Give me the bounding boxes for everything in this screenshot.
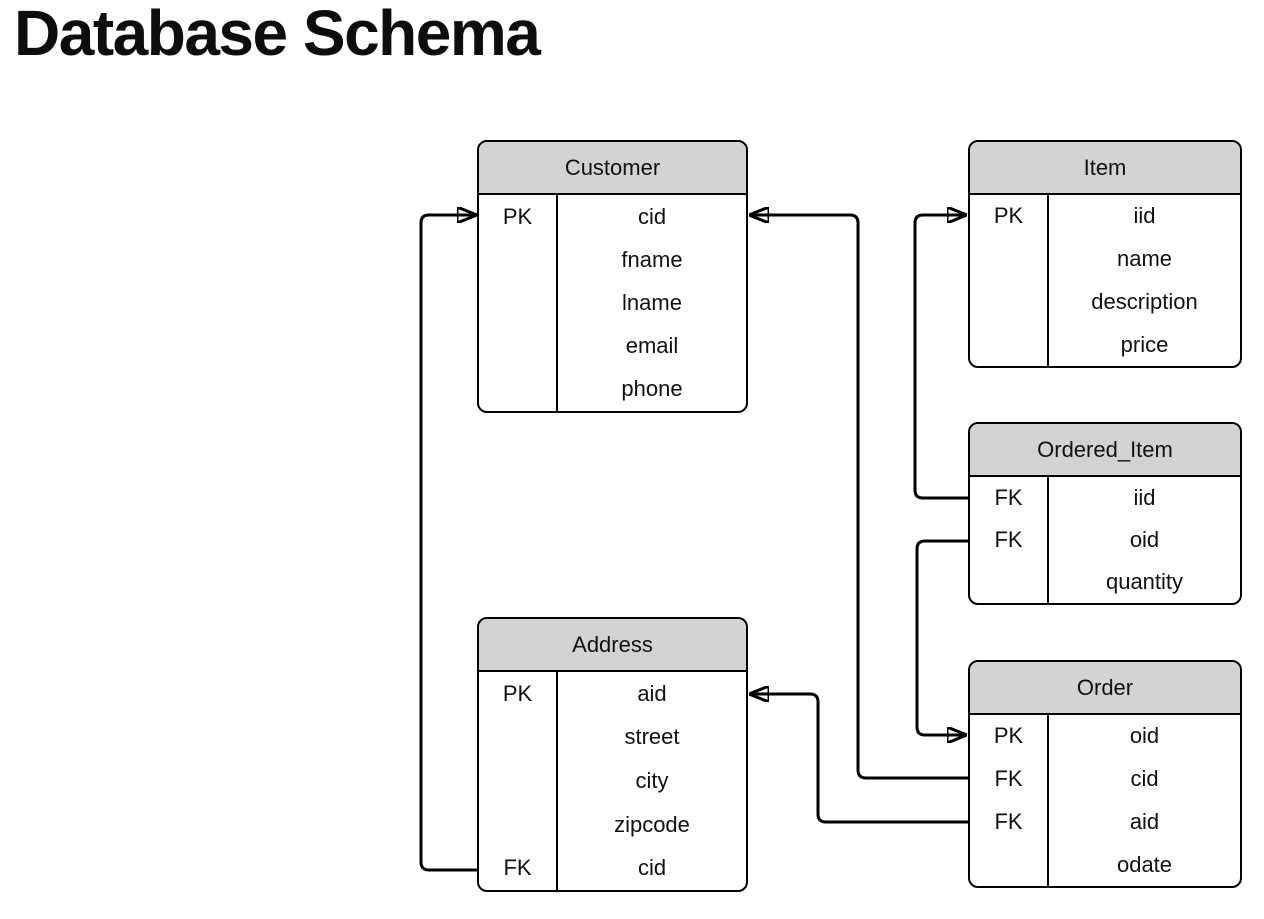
field-cell: lname — [622, 290, 682, 315]
key-cell — [479, 368, 556, 411]
relationship-ordered-item-oid-to-order-oid-line — [915, 539, 968, 735]
table-body: PK cid fname lname email phone — [479, 195, 746, 411]
table-header-item: Item — [970, 142, 1240, 195]
key-cell — [479, 803, 556, 847]
relationship-address-cid-to-customer-cid-line — [419, 215, 477, 872]
entity-table-item: Item PK iid name description price — [968, 140, 1242, 368]
field-cell: city — [635, 767, 669, 793]
field-cell: street — [624, 724, 680, 750]
field-cell: name — [1116, 246, 1173, 272]
field-column: cid fname lname email phone — [558, 195, 746, 411]
field-cell: cid — [1130, 766, 1159, 792]
key-column: PK FK FK — [970, 715, 1049, 886]
relationship-order-cid-to-customer-cid-line — [750, 215, 968, 780]
key-column: PK — [970, 195, 1049, 366]
entity-table-customer: Customer PK cid fname lname email phone — [477, 140, 748, 413]
table-header-ordered-item: Ordered_Item — [970, 424, 1240, 477]
key-cell — [970, 281, 1047, 324]
field-cell: oid — [1129, 527, 1160, 552]
key-cell — [479, 716, 556, 760]
field-cell: description — [1091, 288, 1198, 314]
field-cell: oid — [1129, 723, 1160, 749]
key-cell — [479, 238, 556, 281]
key-cell — [479, 759, 556, 803]
table-header-order: Order — [970, 662, 1240, 715]
table-name: Address — [572, 631, 653, 657]
table-name: Order — [1076, 674, 1134, 700]
field-cell: aid — [1129, 808, 1160, 834]
table-name: Customer — [564, 154, 661, 180]
key-column: PK FK — [479, 672, 558, 890]
key-cell: FK — [994, 485, 1023, 510]
key-cell — [970, 238, 1047, 281]
field-cell: email — [625, 333, 679, 359]
field-column: iid name description price — [1049, 195, 1240, 366]
table-body: PK FK aid street city zipcode cid — [479, 672, 746, 890]
field-cell: price — [1120, 331, 1169, 357]
key-cell — [479, 325, 556, 368]
key-cell: FK — [994, 766, 1023, 792]
table-header-address: Address — [479, 619, 746, 672]
key-cell: PK — [993, 723, 1024, 749]
key-cell — [970, 561, 1047, 603]
key-cell: FK — [994, 527, 1023, 552]
entity-table-address: Address PK FK aid street city zipcode ci… — [477, 617, 748, 892]
page-title: Database Schema — [14, 0, 541, 69]
entity-table-ordered-item: Ordered_Item FK FK iid oid quantity — [968, 422, 1242, 605]
table-body: PK iid name description price — [970, 195, 1240, 366]
field-cell: quantity — [1105, 569, 1184, 594]
key-cell: PK — [993, 203, 1024, 229]
key-cell: PK — [502, 203, 533, 229]
key-cell: FK — [503, 855, 532, 881]
table-name: Item — [1083, 154, 1127, 180]
field-cell: iid — [1133, 203, 1156, 229]
table-body: FK FK iid oid quantity — [970, 477, 1240, 603]
field-column: iid oid quantity — [1049, 477, 1240, 603]
key-cell — [970, 323, 1047, 366]
key-cell — [479, 281, 556, 324]
field-column: oid cid aid odate — [1049, 715, 1240, 886]
key-column: PK — [479, 195, 558, 411]
field-cell: odate — [1116, 851, 1173, 877]
table-name: Ordered_Item — [1037, 436, 1173, 462]
key-cell: PK — [502, 680, 533, 706]
field-cell: fname — [621, 246, 683, 272]
field-cell: aid — [637, 680, 667, 706]
relationship-order-aid-to-address-aid-line — [750, 694, 968, 824]
relationship-ordered-item-iid-to-item-iid-line — [913, 215, 968, 500]
key-cell — [970, 843, 1047, 886]
entity-table-order: Order PK FK FK oid cid aid odate — [968, 660, 1242, 888]
field-cell: zipcode — [614, 811, 690, 837]
field-cell: cid — [637, 203, 667, 229]
table-body: PK FK FK oid cid aid odate — [970, 715, 1240, 886]
key-column: FK FK — [970, 477, 1049, 603]
field-cell: cid — [637, 855, 667, 881]
field-column: aid street city zipcode cid — [558, 672, 746, 890]
field-cell: phone — [621, 376, 683, 402]
key-cell: FK — [994, 808, 1023, 834]
table-header-customer: Customer — [479, 142, 746, 195]
field-cell: iid — [1133, 485, 1156, 510]
